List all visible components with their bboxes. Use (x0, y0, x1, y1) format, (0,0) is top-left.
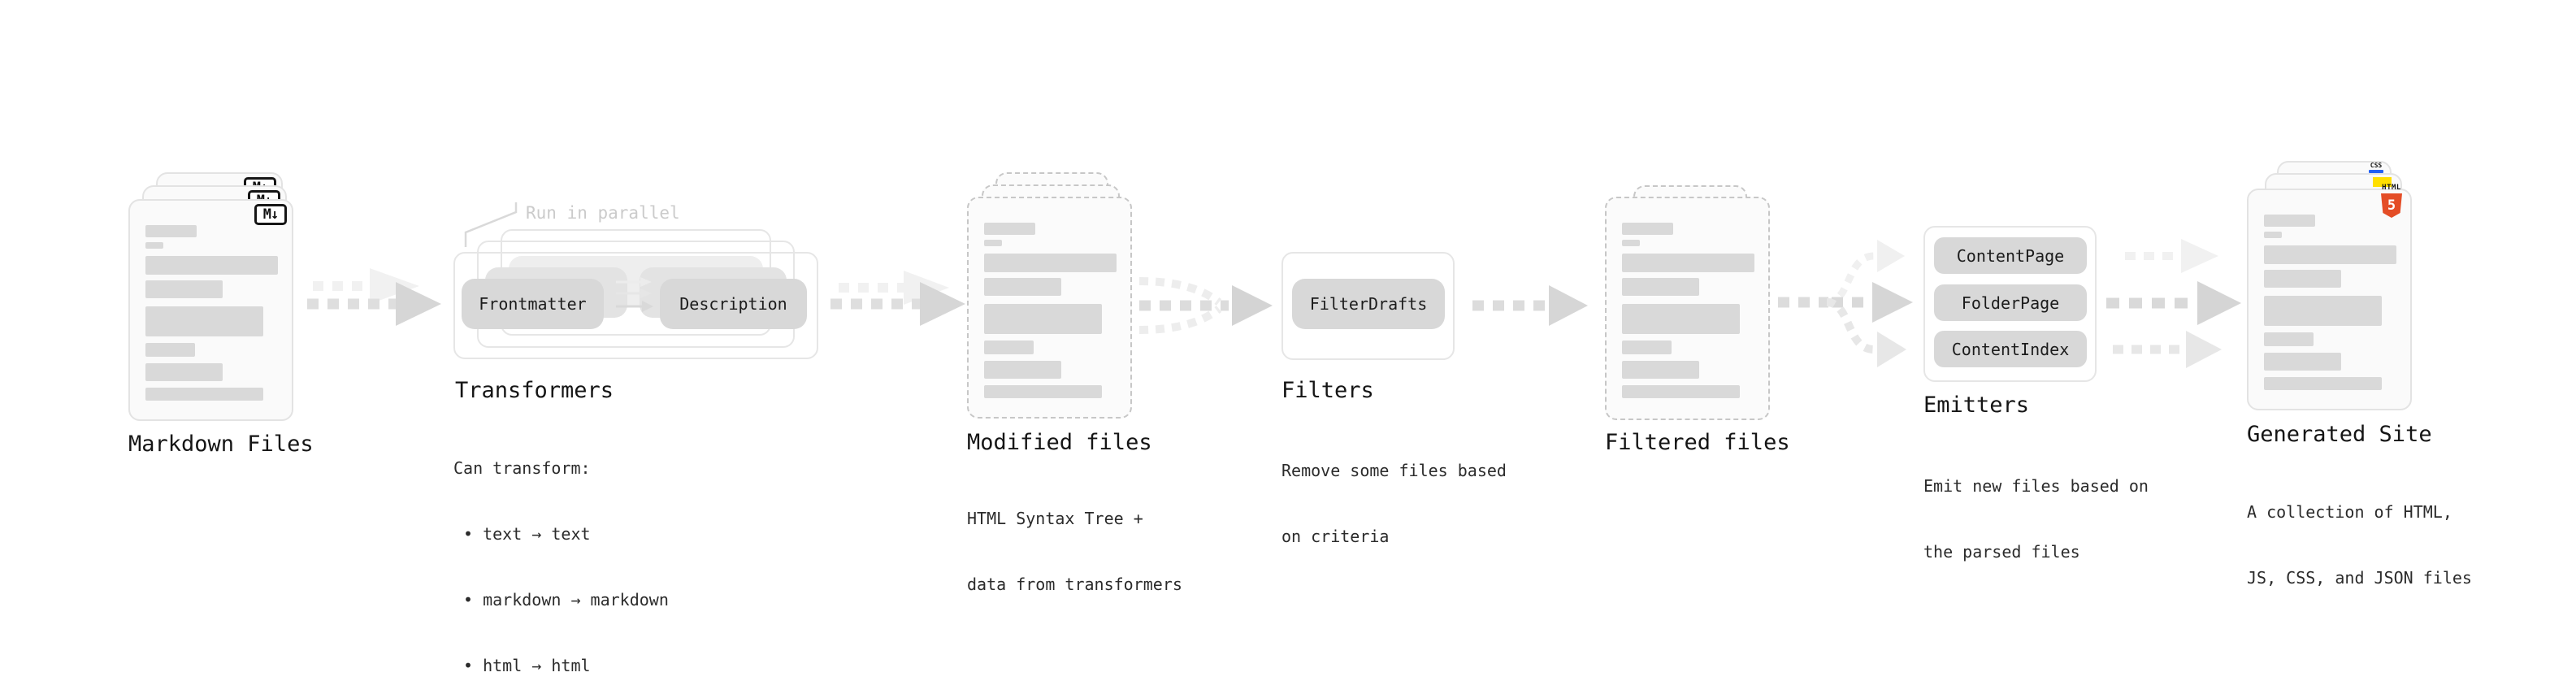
text-placeholder-bar (145, 280, 223, 298)
text-placeholder-bar (2264, 215, 2315, 227)
desc-line: Emit new files based on (1923, 476, 2149, 496)
stage-desc-transformers: Can transform: • text → text • markdown … (453, 414, 669, 681)
document-card-front (1605, 197, 1770, 420)
text-placeholder-bar (1622, 340, 1672, 354)
stage-label-modified-files: Modified files (967, 430, 1152, 455)
text-placeholder-bar (1622, 304, 1740, 334)
text-placeholder-bar (984, 304, 1102, 334)
stage-label-filtered-files: Filtered files (1605, 430, 1790, 455)
arrow-emitters-to-generated (2106, 239, 2241, 368)
text-placeholder-bar (984, 278, 1061, 296)
arrow-filters-to-filtered (1472, 285, 1588, 326)
stage-desc-generated-site: A collection of HTML, JS, CSS, and JSON … (2247, 458, 2472, 633)
desc-line: HTML Syntax Tree + (967, 509, 1143, 528)
text-placeholder-bar (2264, 232, 2282, 238)
html5-icon-shield: 5 (2381, 193, 2402, 218)
arrow-markdown-to-transformers (307, 268, 441, 326)
desc-line: A collection of HTML, (2247, 502, 2452, 522)
text-placeholder-bar (1622, 278, 1699, 296)
text-placeholder-bar (1622, 240, 1640, 246)
document-card-front (967, 197, 1132, 419)
document-card-front (128, 199, 293, 421)
text-placeholder-bar (1622, 385, 1740, 398)
filters-box (1281, 252, 1455, 360)
text-placeholder-bar (145, 225, 197, 237)
arrow-modified-to-filters (1138, 277, 1273, 334)
transformer-node-frontmatter: Frontmatter (462, 279, 604, 329)
desc-line: Can transform: (453, 458, 591, 478)
stage-label-emitters: Emitters (1923, 393, 2030, 418)
desc-line: • markdown → markdown (463, 590, 669, 609)
html5-icon-number: 5 (2387, 197, 2396, 214)
text-placeholder-bar (145, 343, 195, 357)
desc-line: the parsed files (1923, 542, 2080, 562)
transformer-node-description: Description (660, 279, 807, 329)
markdown-icon: M↓ (254, 204, 287, 225)
arrow-transformers-to-modified (830, 271, 965, 326)
run-in-parallel-callout: Run in parallel (526, 203, 680, 223)
text-placeholder-bar (2264, 353, 2341, 371)
stage-label-transformers: Transformers (455, 378, 614, 403)
html5-icon: HTML 5 (2379, 184, 2404, 218)
arrow-filtered-to-emitters (1778, 240, 1913, 367)
emitters-box (1923, 226, 2097, 382)
filter-node-filterdrafts: FilterDrafts (1292, 279, 1445, 329)
text-placeholder-bar (1622, 223, 1673, 235)
text-placeholder-bar (145, 256, 278, 275)
emitter-node-contentpage: ContentPage (1934, 237, 2087, 274)
text-placeholder-bar (2264, 377, 2382, 390)
html5-icon-word: HTML (2382, 184, 2401, 192)
text-placeholder-bar (1622, 361, 1699, 379)
text-placeholder-bar (2264, 270, 2341, 288)
stage-desc-emitters: Emit new files based on the parsed files (1923, 432, 2149, 607)
document-card-front (2247, 189, 2412, 410)
text-placeholder-bar (145, 306, 263, 336)
emitter-node-folderpage: FolderPage (1934, 284, 2087, 321)
stage-label-markdown-files: Markdown Files (128, 432, 314, 457)
javascript-icon (2373, 177, 2392, 187)
text-placeholder-bar (145, 242, 163, 249)
text-placeholder-bar (984, 254, 1117, 272)
text-placeholder-bar (2264, 245, 2396, 264)
desc-line: Remove some files based (1281, 461, 1507, 480)
stage-desc-filters: Remove some files based on criteria (1281, 416, 1507, 592)
text-placeholder-bar (145, 363, 223, 381)
desc-line: • text → text (463, 524, 591, 544)
desc-line: on criteria (1281, 527, 1390, 546)
desc-line: • html → html (463, 656, 591, 675)
desc-line: data from transformers (967, 575, 1182, 594)
text-placeholder-bar (984, 240, 1002, 246)
text-placeholder-bar (984, 361, 1061, 379)
text-placeholder-bar (2264, 296, 2382, 326)
stage-desc-modified-files: HTML Syntax Tree + data from transformer… (967, 464, 1182, 640)
css-icon-underline (2369, 170, 2383, 173)
text-placeholder-bar (984, 340, 1034, 354)
transformer-layer-box-front (453, 252, 818, 359)
css-icon: CSS (2369, 163, 2383, 173)
text-placeholder-bar (984, 223, 1035, 235)
text-placeholder-bar (1622, 254, 1754, 272)
stage-label-filters: Filters (1281, 378, 1374, 403)
text-placeholder-bar (984, 385, 1102, 398)
text-placeholder-bar (2264, 332, 2314, 346)
emitter-node-contentindex: ContentIndex (1934, 331, 2087, 367)
stage-label-generated-site: Generated Site (2247, 422, 2432, 447)
css-icon-label: CSS (2370, 162, 2383, 169)
text-placeholder-bar (145, 388, 263, 401)
desc-line: JS, CSS, and JSON files (2247, 568, 2472, 588)
